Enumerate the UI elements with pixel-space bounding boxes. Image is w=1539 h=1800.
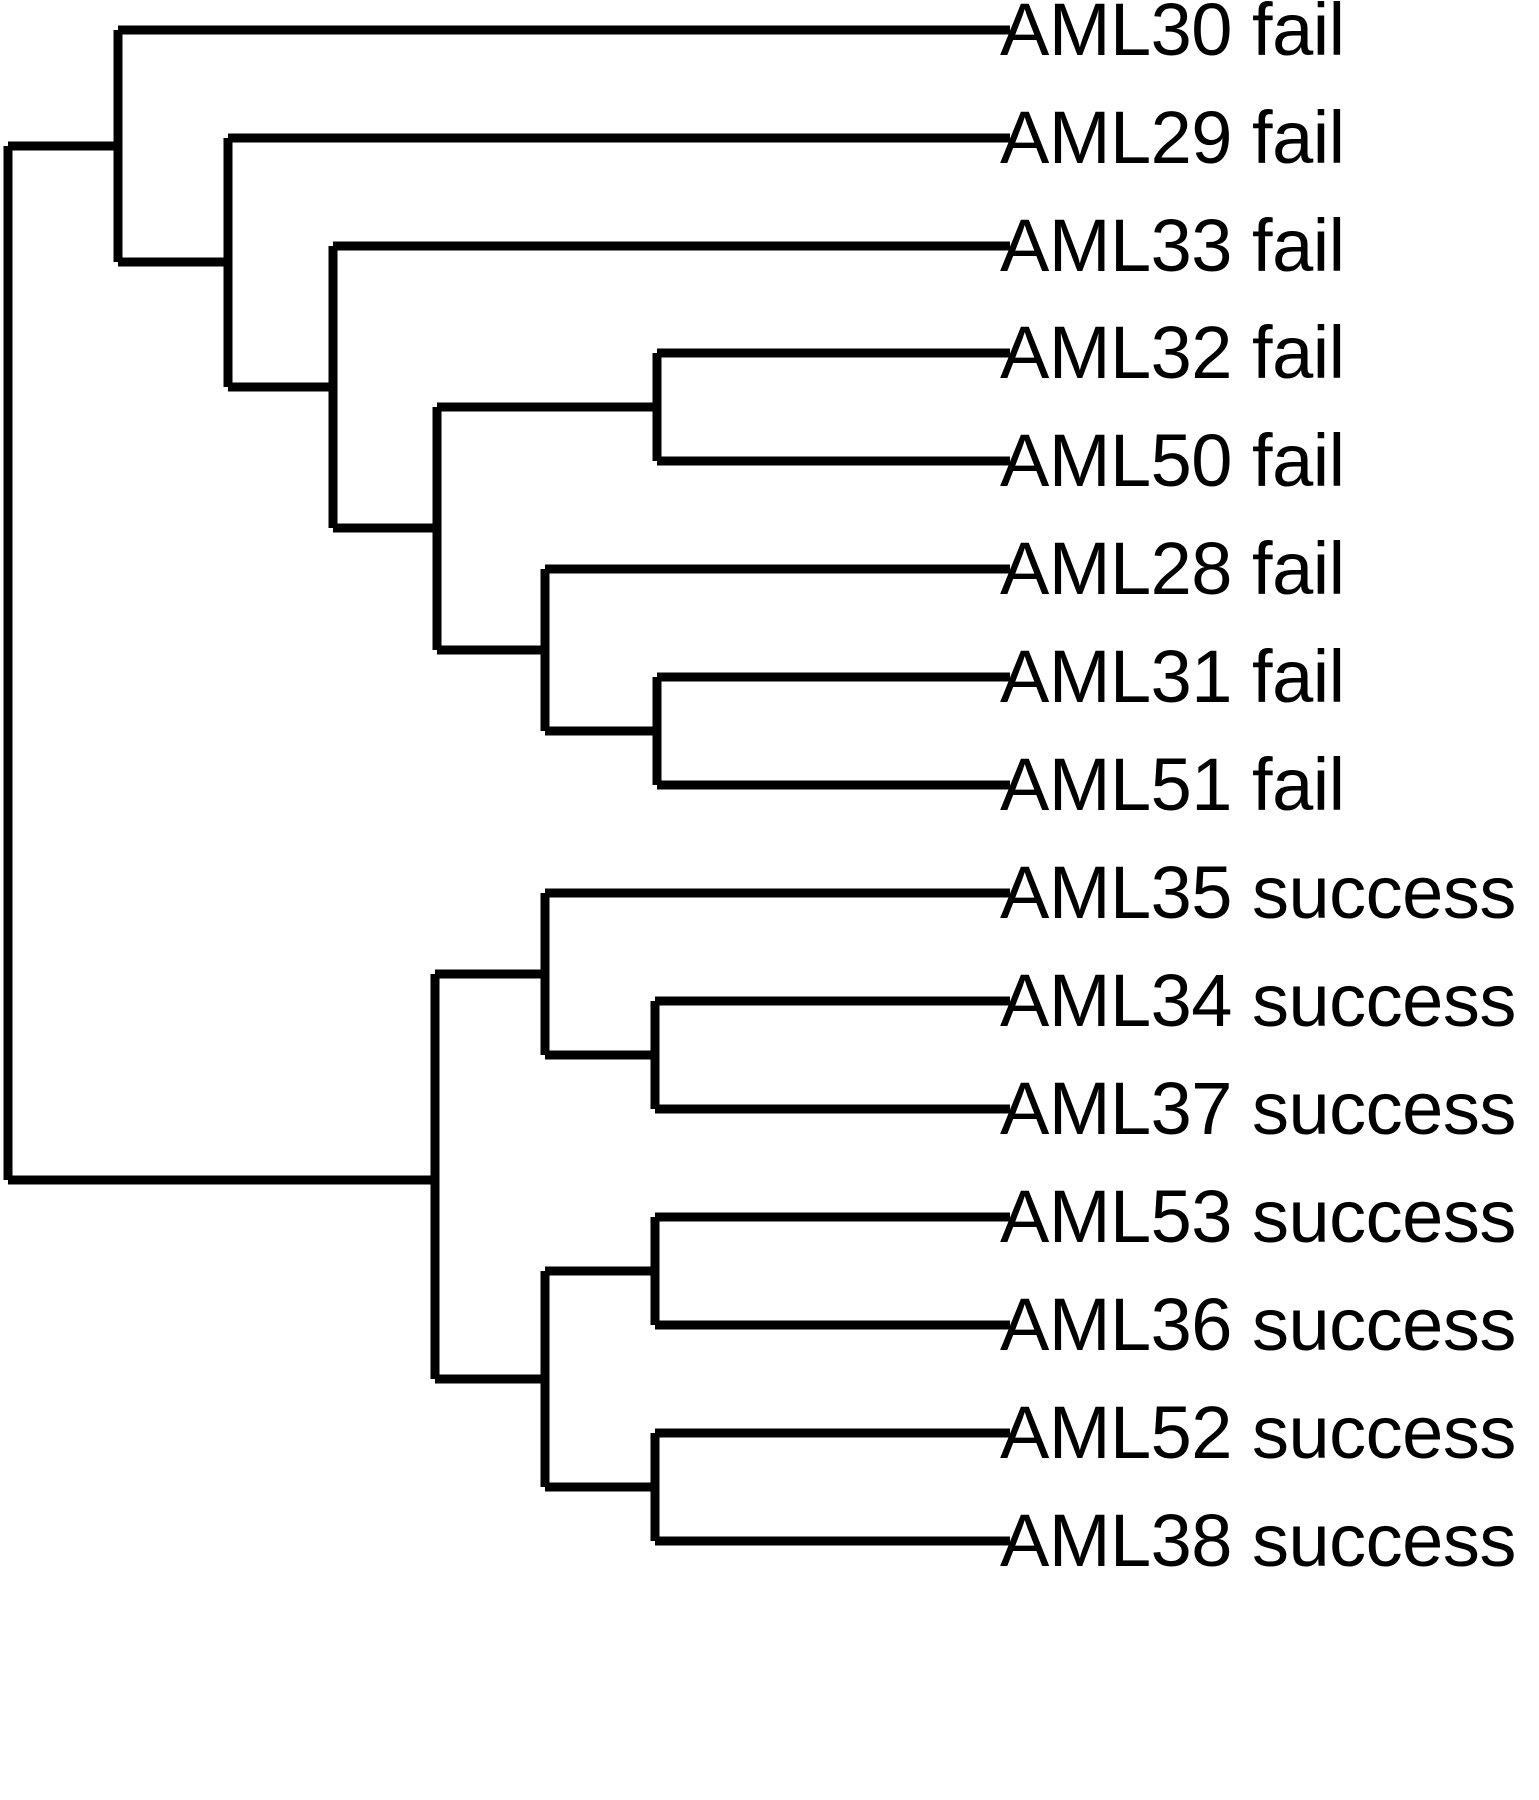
leaf-label-AML31: AML31 fail [1000, 635, 1345, 718]
leaf-label-AML38: AML38 success [1000, 1499, 1516, 1582]
leaf-label-AML32: AML32 fail [1000, 311, 1345, 394]
leaf-label-AML36: AML36 success [1000, 1283, 1516, 1366]
leaf-label-AML51: AML51 fail [1000, 743, 1345, 826]
leaf-label-AML28: AML28 fail [1000, 527, 1345, 610]
leaf-label-AML35: AML35 success [1000, 851, 1516, 934]
leaf-label-AML52: AML52 success [1000, 1391, 1516, 1474]
leaf-label-AML50: AML50 fail [1000, 419, 1345, 502]
leaf-label-AML33: AML33 fail [1000, 204, 1345, 287]
leaf-label-AML53: AML53 success [1000, 1175, 1516, 1258]
leaf-label-AML29: AML29 fail [1000, 96, 1345, 179]
leaf-label-AML34: AML34 success [1000, 959, 1516, 1042]
tree-branches [3, 25, 1010, 1546]
leaf-label-AML37: AML37 success [1000, 1067, 1516, 1150]
leaf-label-AML30: AML30 fail [1000, 0, 1345, 71]
